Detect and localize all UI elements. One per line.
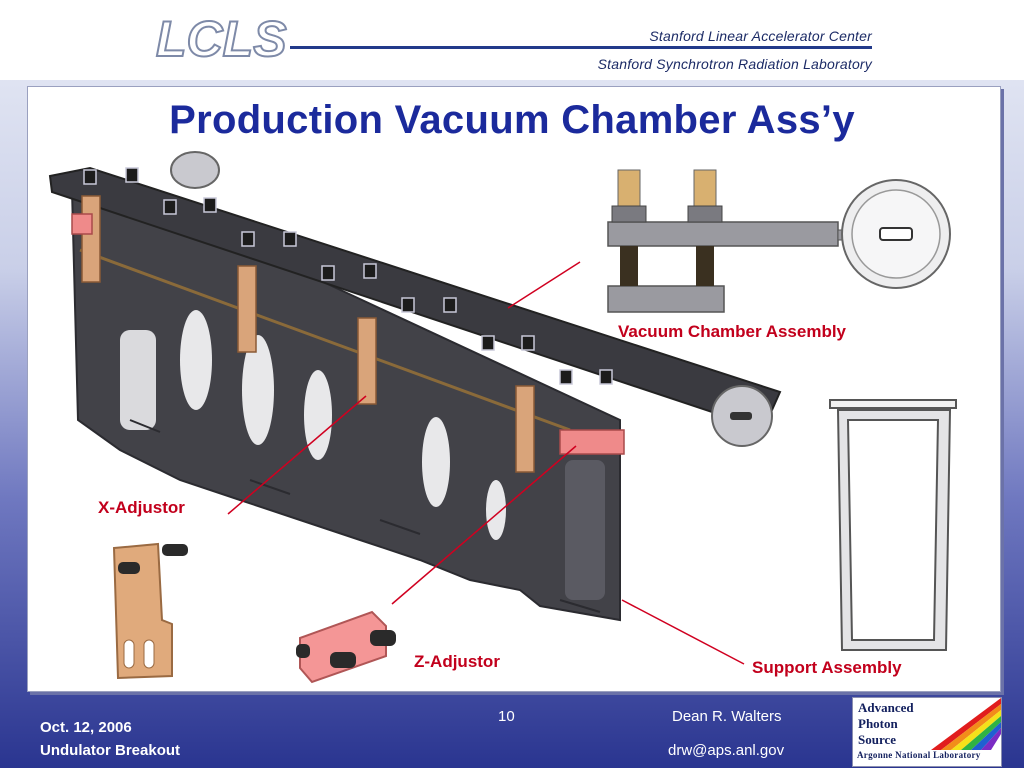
aps-logo-line2: Photon: [858, 716, 898, 731]
leader-vacuum-chamber: [507, 261, 581, 309]
z-adjustor-bolt: [370, 630, 396, 646]
bolt: [443, 297, 457, 313]
leader-support: [621, 599, 745, 665]
support-inset-window: [846, 419, 940, 641]
frame-cutout: [304, 370, 332, 460]
end-disc-slot: [730, 412, 752, 420]
x-adjustor-installed: [237, 265, 257, 353]
bolt: [401, 297, 415, 313]
x-adjustor-screw: [162, 544, 188, 556]
x-adjustor-installed: [515, 385, 535, 473]
x-adjustor-screw: [118, 562, 140, 574]
chamber-spring: [620, 246, 638, 286]
leader-z-adjustor: [391, 445, 577, 605]
chamber-stud: [693, 169, 717, 211]
x-adjustor-inset: [112, 542, 188, 680]
support-assembly-inset: [829, 399, 957, 651]
frame-cutout: [120, 330, 156, 430]
support-frame-body: [70, 178, 621, 622]
beam-line: [79, 248, 571, 432]
plate-bolts: [83, 167, 613, 385]
vacuum-chamber-inset: [607, 169, 951, 313]
bolt: [83, 169, 97, 185]
x-adjustor-installed: [357, 317, 377, 405]
footer-date: Oct. 12, 2006: [40, 719, 132, 736]
aps-logo-line1: Advanced: [858, 700, 914, 715]
leader-x-adjustor: [227, 395, 367, 515]
page-number: 10: [498, 708, 515, 725]
z-adjustor-body: [299, 610, 387, 684]
label-z-adjustor: Z-Adjustor: [414, 652, 500, 671]
cradle-slats: [129, 419, 601, 613]
footer-left: Oct. 12, 2006 Undulator Breakout: [40, 716, 180, 762]
z-adjustor-installed-left: [71, 213, 93, 235]
bolt: [283, 231, 297, 247]
center-name: Stanford Linear Accelerator Center: [649, 28, 872, 44]
z-adjustor-installed: [559, 429, 625, 455]
frame-cutout: [422, 417, 450, 507]
frame-cutout: [242, 335, 274, 445]
bolt: [203, 197, 217, 213]
footer-email[interactable]: drw@aps.anl.gov: [668, 742, 785, 759]
logo-divider: [290, 46, 872, 49]
aps-rainbow-icon: [931, 698, 1001, 750]
footer-event: Undulator Breakout: [40, 742, 181, 759]
leader-lines: [227, 261, 745, 665]
chamber-spring: [696, 246, 714, 286]
frame-cutout: [180, 310, 212, 410]
bolt: [363, 263, 377, 279]
frame-cutout: [486, 480, 506, 540]
lab-name: Stanford Synchrotron Radiation Laborator…: [597, 56, 872, 72]
chamber-nut: [687, 205, 723, 223]
chamber-nut: [611, 205, 647, 223]
bolt: [321, 265, 335, 281]
chamber-base: [607, 285, 725, 313]
header-band: [0, 0, 1024, 80]
bolt: [521, 335, 535, 351]
frame-cutout: [565, 460, 605, 600]
x-adjustor-slot: [123, 639, 135, 669]
aps-logo-line3: Source: [858, 732, 897, 747]
label-vacuum-chamber-assembly: Vacuum Chamber Assembly: [618, 322, 847, 341]
bolt: [241, 231, 255, 247]
chamber-aperture: [879, 227, 913, 241]
aps-logo-argonne: Argonne National Laboratory: [857, 750, 981, 760]
support-inset-top: [829, 399, 957, 409]
aps-logo: Advanced Photon Source Argonne National …: [852, 697, 1002, 767]
x-adjustor-installed: [81, 195, 101, 283]
z-adjustor-bolt: [296, 644, 310, 658]
lcls-logo-text: LCLS: [156, 11, 287, 67]
bolt: [481, 335, 495, 351]
bolt: [599, 369, 613, 385]
label-support-assembly: Support Assembly: [752, 658, 902, 677]
z-adjustor-bolt: [330, 652, 356, 668]
slide-title: Production Vacuum Chamber Ass’y: [169, 98, 855, 142]
label-x-adjustor: X-Adjustor: [98, 498, 185, 517]
chamber-beam: [607, 221, 839, 247]
end-disc-upstream: [170, 151, 220, 189]
chamber-stud: [617, 169, 641, 211]
bolt: [559, 369, 573, 385]
footer-author: Dean R. Walters: [672, 708, 782, 725]
bolt: [163, 199, 177, 215]
x-adjustor-slot: [143, 639, 155, 669]
z-adjustor-inset: [296, 610, 396, 684]
lcls-logo: LCLS: [155, 10, 288, 68]
bolt: [125, 167, 139, 183]
